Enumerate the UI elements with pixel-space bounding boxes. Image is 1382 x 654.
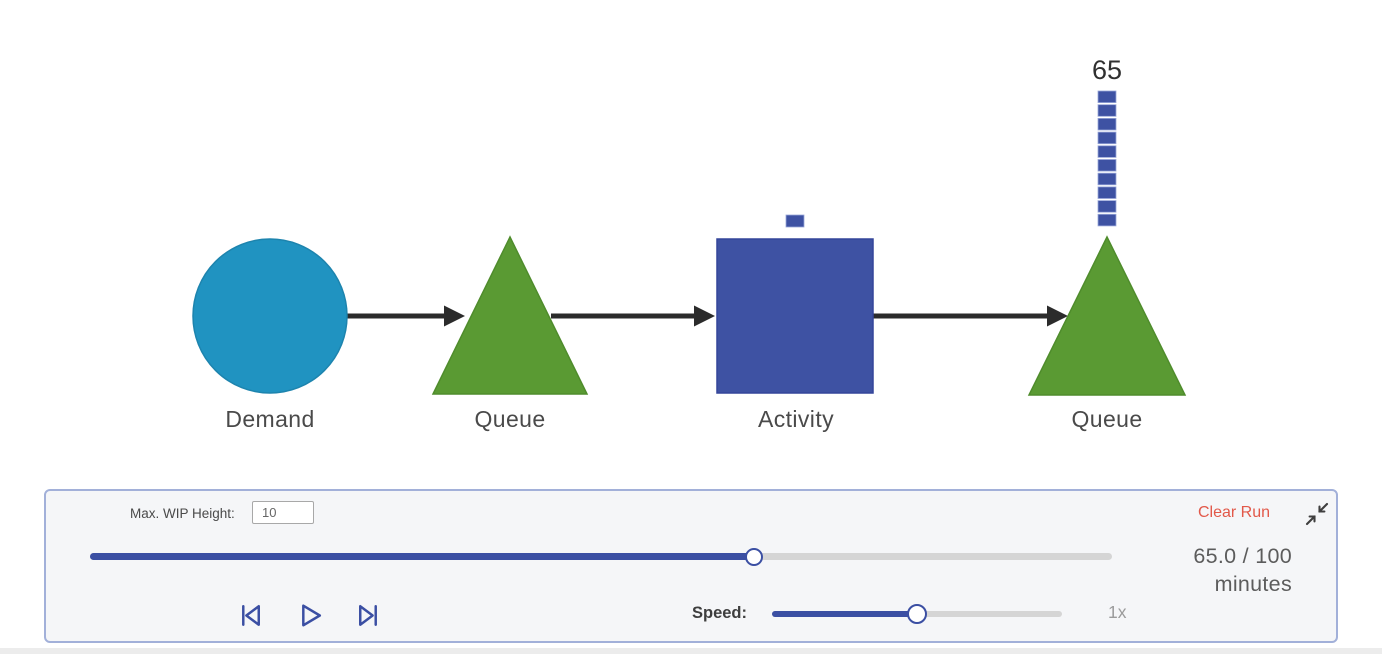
queue1-label: Queue xyxy=(474,406,546,432)
max-wip-input[interactable] xyxy=(252,501,314,524)
wip-block xyxy=(1097,104,1117,117)
activity-wip-block xyxy=(785,214,805,228)
wip-block xyxy=(1097,145,1117,158)
queue2-label: Queue xyxy=(1071,406,1143,432)
speed-value: 1x xyxy=(1108,602,1127,622)
arrowhead-demand-queue xyxy=(444,305,465,327)
speed-thumb[interactable] xyxy=(907,604,927,624)
wip-block xyxy=(1097,159,1117,172)
timeline-fill xyxy=(90,547,764,566)
playback-controls xyxy=(234,599,385,632)
skip-to-end-icon[interactable] xyxy=(352,599,385,632)
timeline-thumb[interactable] xyxy=(745,547,764,566)
skip-to-start-icon[interactable] xyxy=(234,599,267,632)
activity-label: Activity xyxy=(757,406,835,432)
progress-readout: 65.0 / 100 minutes xyxy=(1193,542,1292,598)
activity-node[interactable] xyxy=(716,238,874,394)
wip-stack-count: 65 xyxy=(1091,55,1123,85)
wip-block xyxy=(1097,213,1117,227)
wip-block xyxy=(1097,131,1117,145)
queue2-node[interactable] xyxy=(1027,235,1187,396)
play-icon[interactable] xyxy=(293,599,326,632)
demand-label: Demand xyxy=(225,406,315,432)
max-wip-label: Max. WIP Height: xyxy=(130,506,235,521)
timeline-slider[interactable] xyxy=(90,547,1112,566)
speed-label: Speed: xyxy=(692,604,748,622)
page-bottom-edge xyxy=(0,648,1382,654)
arrowhead-activity-queue xyxy=(1047,305,1068,327)
wip-stack xyxy=(1097,90,1117,227)
wip-block xyxy=(1097,90,1117,104)
clear-run-button[interactable]: Clear Run xyxy=(1198,504,1271,521)
wip-block xyxy=(1097,172,1117,186)
arrowhead-queue-activity xyxy=(694,305,715,327)
flow-arrows xyxy=(347,305,1068,327)
control-panel: Max. WIP Height: Clear Run 65.0 / 100 mi… xyxy=(44,489,1338,643)
queue1-node[interactable] xyxy=(431,235,589,395)
progress-value: 65.0 / 100 xyxy=(1193,544,1292,568)
speed-fill xyxy=(772,604,927,624)
wip-block xyxy=(1097,200,1117,213)
process-diagram xyxy=(192,90,1187,396)
compress-arrows-icon[interactable] xyxy=(1303,500,1331,528)
demand-node[interactable] xyxy=(192,238,348,394)
wip-block xyxy=(1097,186,1117,199)
progress-unit: minutes xyxy=(1214,572,1292,596)
speed-slider[interactable] xyxy=(772,604,1062,624)
wip-block xyxy=(1097,118,1117,131)
